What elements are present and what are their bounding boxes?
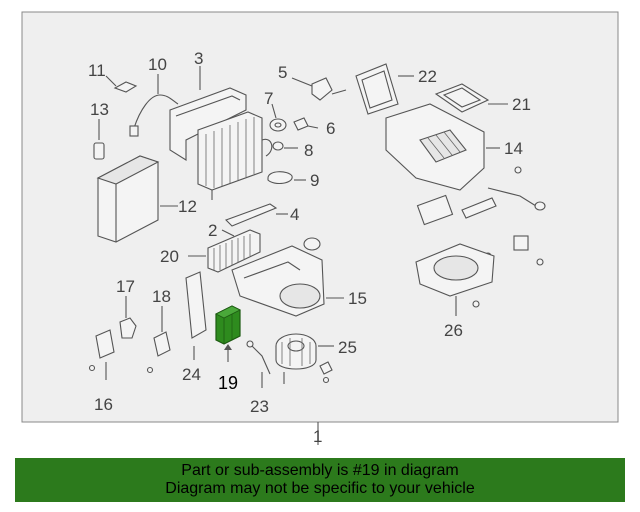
- callout-25: 25: [338, 338, 357, 357]
- part-7: [269, 103, 287, 132]
- callout-20: 20: [160, 247, 179, 266]
- part-24: [185, 271, 207, 360]
- callout-12: 12: [178, 197, 197, 216]
- part-8: [272, 141, 298, 151]
- part-11: [105, 75, 138, 93]
- part-10: [129, 74, 179, 137]
- callout-18: 18: [152, 287, 171, 306]
- part-15: [231, 237, 344, 317]
- callout-15: 15: [348, 289, 367, 308]
- part-26: [415, 243, 495, 316]
- info-banner: Part or sub-assembly is #19 in diagram D…: [15, 458, 625, 502]
- callout-4: 4: [290, 205, 299, 224]
- callout-5: 5: [278, 63, 287, 82]
- callout-6: 6: [326, 119, 335, 138]
- callout-26: 26: [444, 321, 463, 340]
- callout-17: 17: [116, 277, 135, 296]
- part-2: [221, 229, 235, 237]
- part-20: [188, 229, 261, 273]
- part-14: [385, 103, 500, 191]
- callout-23: 23: [250, 397, 269, 416]
- part-5: [291, 77, 347, 101]
- part-23: [246, 340, 271, 388]
- part-18: [146, 306, 171, 374]
- evaporator-core: [197, 111, 273, 200]
- callout-11: 11: [88, 61, 106, 80]
- part-12: [96, 155, 178, 243]
- part-21: [434, 83, 508, 113]
- callout-22: 22: [418, 67, 437, 86]
- callout-19: 19: [218, 373, 238, 393]
- callout-1: 1: [313, 427, 322, 446]
- part-25: [275, 333, 334, 384]
- part-16: [88, 329, 115, 380]
- banner-line-2: Diagram may not be specific to your vehi…: [165, 480, 475, 497]
- callout-10: 10: [148, 55, 167, 74]
- callout-7: 7: [264, 89, 273, 108]
- part-13: [93, 119, 105, 160]
- callout-2: 2: [208, 221, 217, 240]
- callout-3: 3: [194, 49, 203, 68]
- callout-21: 21: [512, 95, 531, 114]
- part-19: [215, 305, 241, 362]
- callout-9: 9: [310, 171, 319, 190]
- part-17: [119, 296, 137, 339]
- part-9: [267, 171, 306, 185]
- part-6: [293, 117, 319, 131]
- part-14-hardware: [416, 166, 546, 266]
- banner-line-1: Part or sub-assembly is #19 in diagram: [181, 462, 459, 479]
- part-4: [225, 203, 288, 227]
- callout-8: 8: [304, 141, 313, 160]
- callout-16: 16: [94, 395, 113, 414]
- callout-14: 14: [504, 139, 523, 158]
- callout-24: 24: [182, 365, 201, 384]
- part-22: [355, 63, 414, 115]
- callout-13: 13: [90, 100, 109, 119]
